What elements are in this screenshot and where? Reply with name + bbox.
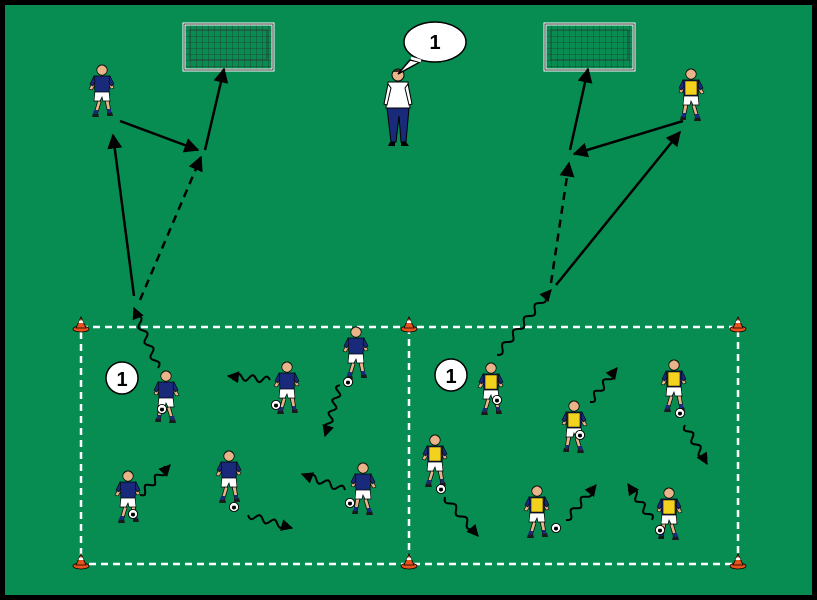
ball-icon [344, 497, 356, 509]
player-icon [656, 487, 683, 540]
ball-icon [550, 522, 562, 534]
player-icon [421, 434, 448, 487]
arrow-icon [572, 119, 684, 158]
arrow-icon [107, 133, 136, 297]
cone-icon [72, 553, 90, 570]
ball-icon [342, 376, 354, 388]
player-icon [342, 326, 369, 379]
cone-icon [729, 316, 747, 333]
dribble-arrow-icon [627, 483, 654, 521]
player-icon [477, 362, 504, 415]
players [88, 64, 705, 540]
dribble-paths [132, 289, 708, 537]
group-marker-left-label: 1 [116, 369, 127, 391]
dribble-arrow-icon [247, 514, 294, 531]
arrow-icon [138, 155, 203, 301]
player-icon [114, 470, 141, 523]
cone-icon [72, 316, 90, 333]
dribble-arrow-icon [682, 424, 708, 466]
dribble-arrow-icon [566, 484, 597, 521]
dribble-arrow-icon [139, 464, 171, 497]
arrow-icon [119, 119, 200, 153]
arrow-icon [203, 67, 229, 151]
ball-icon [127, 508, 139, 520]
player-icon [678, 68, 705, 121]
cone-icon [729, 553, 747, 570]
player-icon [350, 462, 377, 515]
dribble-arrow-icon [496, 289, 552, 356]
arrow-icon [555, 130, 681, 286]
dribble-arrow-icon [226, 371, 271, 384]
ball-icon [654, 524, 666, 536]
player-icon [215, 450, 242, 503]
coach [383, 68, 413, 146]
arrows [107, 67, 684, 301]
cone-icon [400, 553, 418, 570]
group-marker-right-label: 1 [445, 366, 456, 388]
ball-icon [156, 403, 168, 415]
ball-icon [435, 483, 447, 495]
ball-icon [270, 399, 282, 411]
group-marker-right: 1 [434, 358, 468, 392]
player-icon [523, 485, 550, 538]
goal-icon [182, 22, 275, 72]
dribble-arrow-icon [590, 367, 618, 403]
ball-icon [228, 501, 240, 513]
dribble-arrow-icon [322, 384, 342, 438]
dribble-arrow-icon [132, 306, 161, 369]
player-icon [273, 361, 300, 414]
ball-icon [491, 394, 503, 406]
cone-icon [400, 316, 418, 333]
goal-icon [543, 22, 636, 72]
player-icon [88, 64, 115, 117]
balls [127, 376, 686, 536]
ball-icon [674, 407, 686, 419]
ball-icon [574, 429, 586, 441]
arrow-icon [568, 67, 593, 151]
speech-bubble-icon: 1 [397, 21, 467, 75]
arrow-icon [549, 161, 575, 284]
cones [72, 316, 747, 570]
coach-bubble-label: 1 [429, 32, 440, 54]
dribble-arrow-icon [443, 496, 479, 537]
group-marker-left: 1 [105, 361, 139, 395]
player-icon [660, 359, 687, 412]
dribble-arrow-icon [300, 472, 346, 491]
